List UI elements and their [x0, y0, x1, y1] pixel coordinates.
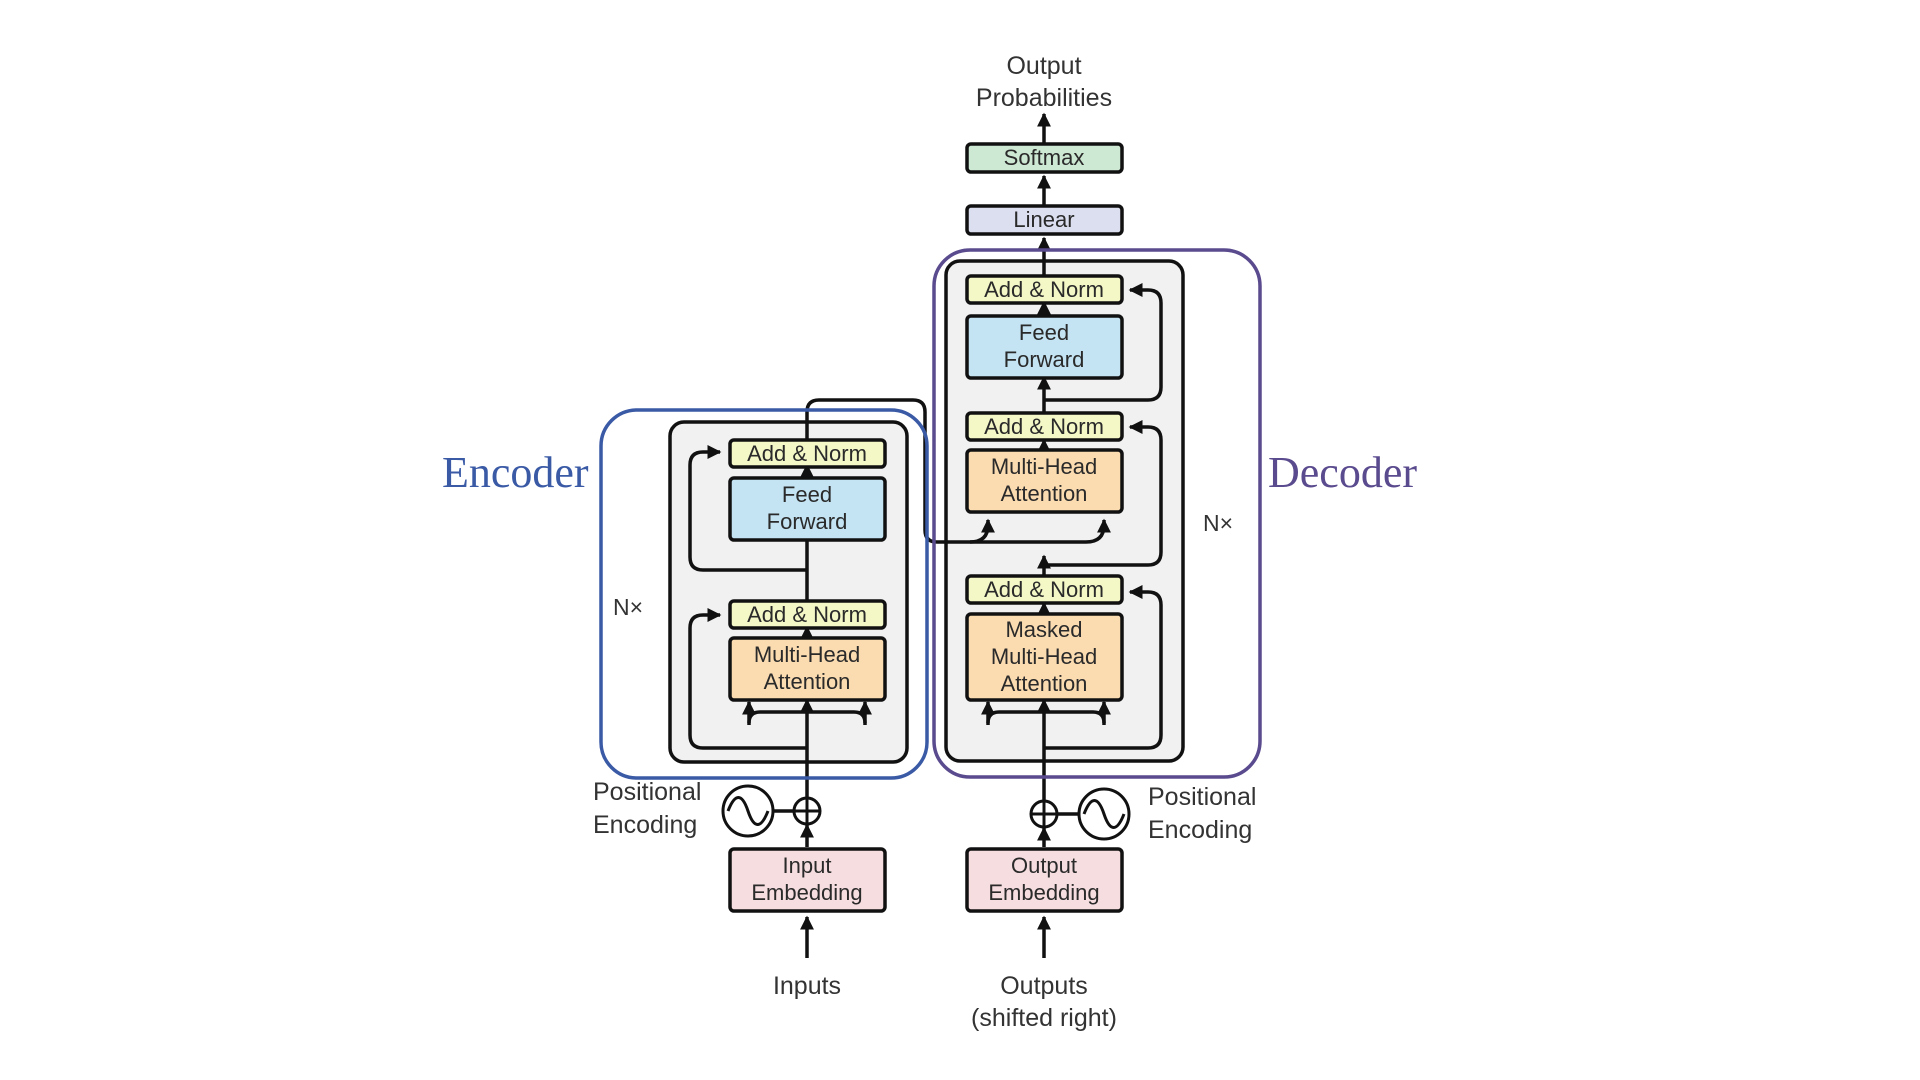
dec-feed-forward [965, 314, 1124, 380]
enc-mha-label-2: Attention [764, 669, 851, 694]
enc-add-norm-top-label: Add & Norm [747, 441, 867, 466]
positional-encoding-right-2: Encoding [1148, 816, 1252, 844]
positional-encoding-left-1: Positional [593, 778, 701, 806]
wire-dec-residual-1 [1044, 585, 1163, 750]
inputs-label: Inputs [773, 972, 841, 1000]
enc-feed-forward-label-1: Feed [782, 482, 832, 507]
decoder-outline [932, 248, 1262, 779]
enc-feed-forward [728, 476, 887, 542]
wire-dec-residual-3 [1044, 283, 1163, 402]
dec-mha-label-1: Multi-Head [991, 454, 1097, 479]
linear-block [965, 204, 1124, 236]
enc-sine-wave-curve [726, 796, 770, 826]
enc-mha-label-1: Multi-Head [754, 642, 860, 667]
dec-mmha-label-1: Masked [1005, 617, 1082, 642]
positional-encoding-right-1: Positional [1148, 783, 1256, 811]
softmax-block [965, 142, 1124, 174]
output-probabilities-label-1: Output [1006, 52, 1081, 80]
dec-masked-multi-head-attention [965, 612, 1124, 702]
encoder-outline [599, 408, 929, 780]
dec-add-norm-bottom-label: Add & Norm [984, 577, 1104, 602]
dec-add-norm-top-label: Add & Norm [984, 277, 1104, 302]
wire-enc-to-dec-k [969, 518, 995, 544]
output-embedding-label-1: Output [1011, 853, 1077, 878]
input-embedding [728, 847, 887, 913]
dec-multi-head-attention [965, 448, 1124, 514]
input-embedding-label-2: Embedding [751, 880, 862, 905]
softmax-label: Softmax [1004, 145, 1085, 170]
decoder-title: Decoder [1268, 448, 1417, 497]
encoder-title: Encoder [442, 448, 589, 497]
dec-add-norm-middle [965, 411, 1124, 442]
output-embedding-label-2: Embedding [988, 880, 1099, 905]
dec-add-norm-middle-label: Add & Norm [984, 414, 1104, 439]
dec-add-norm-bottom [965, 574, 1124, 605]
enc-add-norm-top [728, 438, 887, 469]
outputs-label-1: Outputs [1000, 972, 1088, 1000]
dec-add-norm-top [965, 274, 1124, 305]
dec-mmha-label-3: Attention [1001, 671, 1088, 696]
enc-add-norm-bottom [728, 599, 887, 630]
enc-add-norm-bottom-label: Add & Norm [747, 602, 867, 627]
enc-multi-head-attention [728, 636, 887, 702]
positional-encoding-left-2: Encoding [593, 811, 697, 839]
linear-label: Linear [1013, 207, 1074, 232]
dec-feed-forward-label-1: Feed [1019, 320, 1069, 345]
dec-sine-wave-curve [1082, 799, 1126, 829]
decoder-nx-label: N× [1203, 510, 1233, 536]
wire-enc-to-dec-v [1085, 518, 1111, 544]
encoder-nx-label: N× [613, 594, 643, 620]
wire-enc-residual-2 [688, 445, 807, 572]
dec-mha-label-2: Attention [1001, 481, 1088, 506]
wire-dec-residual-2 [1044, 420, 1163, 567]
dec-mmha-label-2: Multi-Head [991, 644, 1097, 669]
output-probabilities-label-2: Probabilities [976, 84, 1112, 112]
enc-feed-forward-label-2: Forward [767, 509, 848, 534]
outputs-label-2: (shifted right) [971, 1004, 1117, 1032]
wire-enc-residual-1 [688, 608, 807, 750]
input-embedding-label-1: Input [783, 853, 832, 878]
dec-feed-forward-label-2: Forward [1004, 347, 1085, 372]
output-embedding [965, 847, 1124, 913]
